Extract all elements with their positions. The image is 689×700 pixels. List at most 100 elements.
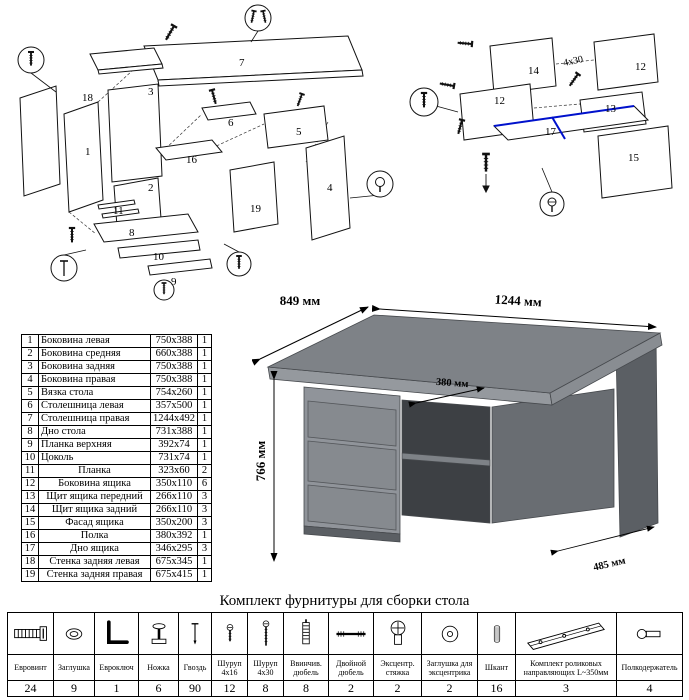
hardware-qty: 8 <box>283 680 329 697</box>
hexkey-icon <box>106 619 129 644</box>
hardware-qty: 2 <box>328 680 374 697</box>
part-label: 18 <box>82 92 94 104</box>
part-label: 8 <box>129 227 135 239</box>
hardware-name: Комплект роликовых направляющих L~350мм <box>515 654 617 681</box>
part-label: 12 <box>635 61 646 73</box>
part-qty: 1 <box>197 373 212 387</box>
cam-lock-icon <box>390 620 405 645</box>
hardware-kit-table: Евровинт Заглушка Евроключ Ножка Гвоздь … <box>7 612 683 697</box>
part-size: 346x295 <box>150 542 198 556</box>
part-qty: 3 <box>197 490 212 504</box>
part-number: 13 <box>21 490 39 504</box>
part-size: 750x388 <box>150 334 198 348</box>
screw-size-note: 4x30 <box>562 54 584 69</box>
part-number: 2 <box>21 347 39 361</box>
drawer-panels <box>459 33 673 199</box>
part-size: 357x500 <box>150 399 198 413</box>
part-name: Столешница левая <box>38 399 151 413</box>
part-qty: 1 <box>197 386 212 400</box>
part-name: Стенка задняя правая <box>38 568 151 582</box>
desk-panels <box>19 35 364 276</box>
desk-dimensions-drawing: 1244 мм 849 мм 766 мм 380 мм 485 мм <box>252 293 663 574</box>
hardware-qty: 12 <box>211 680 248 697</box>
part-number: 10 <box>21 451 39 465</box>
part-number: 6 <box>21 399 39 413</box>
part-label: 12 <box>494 95 505 107</box>
part-qty: 1 <box>197 334 212 348</box>
screw-short-icon <box>226 623 233 641</box>
part-number: 3 <box>21 360 39 374</box>
part-number: 12 <box>21 477 39 491</box>
desk-body <box>266 314 663 543</box>
part-qty: 1 <box>197 347 212 361</box>
part-qty: 1 <box>197 555 212 569</box>
part-size: 350x200 <box>150 516 198 530</box>
part-name: Щит ящика передний <box>38 490 151 504</box>
part-label: 2 <box>148 182 154 194</box>
part-name: Планка <box>38 464 151 478</box>
part-number: 14 <box>21 503 39 517</box>
part-name: Боковина средняя <box>38 347 151 361</box>
part-name: Дно стола <box>38 425 151 439</box>
part-label: 1 <box>85 146 91 158</box>
part-name: Цоколь <box>38 451 151 465</box>
part-label: 16 <box>186 154 198 166</box>
part-name: Столешница правая <box>38 412 151 426</box>
part-number: 8 <box>21 425 39 439</box>
part-number: 18 <box>21 555 39 569</box>
part-qty: 1 <box>197 412 212 426</box>
hardware-kit-title: Комплект фурнитуры для сборки стола <box>219 593 470 609</box>
part-qty: 2 <box>197 464 212 478</box>
part-name: Боковина левая <box>38 334 151 348</box>
cap-icon <box>65 627 83 640</box>
dimension-depth: 849 мм <box>280 293 321 308</box>
part-label: 6 <box>228 117 234 129</box>
part-label: 14 <box>528 65 540 77</box>
hardware-qty: 16 <box>477 680 516 697</box>
part-label: 11 <box>113 205 124 217</box>
desk-plinth <box>303 525 401 543</box>
part-size: 380x392 <box>150 529 198 543</box>
hardware-name: Шкант <box>477 654 516 681</box>
part-qty: 1 <box>197 399 212 413</box>
hardware-qty: 3 <box>515 680 617 697</box>
hardware-qty: 9 <box>53 680 95 697</box>
drawer-front-1 <box>307 400 397 447</box>
part-size: 750x388 <box>150 373 198 387</box>
part-labels: 7 18 1 3 2 16 5 6 4 8 11 10 9 19 <box>82 57 333 288</box>
dimension-width: 1244 мм <box>494 293 542 309</box>
part-label: 19 <box>250 203 262 215</box>
hardware-name: Шуруп 4x16 <box>211 654 248 681</box>
hardware-name: Полкодержатель <box>616 654 683 681</box>
part-qty: 3 <box>197 516 212 530</box>
part-size: 754x260 <box>150 386 198 400</box>
part-name: Планка верхняя <box>38 438 151 452</box>
part-label: 4 <box>327 182 333 194</box>
hardware-name: Заглушка <box>53 654 95 681</box>
part-number: 19 <box>21 568 39 582</box>
part-size: 350x110 <box>150 477 198 491</box>
part-size: 660x388 <box>150 347 198 361</box>
part-number: 15 <box>21 516 39 530</box>
fastener-glyphs <box>438 38 582 194</box>
dimension-height: 766 мм <box>253 441 268 482</box>
part-qty: 3 <box>197 542 212 556</box>
part-number: 17 <box>21 542 39 556</box>
part-name: Фасад ящика <box>38 516 151 530</box>
part-label: 15 <box>628 152 640 164</box>
hardware-name: Евровинт <box>7 654 54 681</box>
detail-callouts <box>17 4 394 301</box>
